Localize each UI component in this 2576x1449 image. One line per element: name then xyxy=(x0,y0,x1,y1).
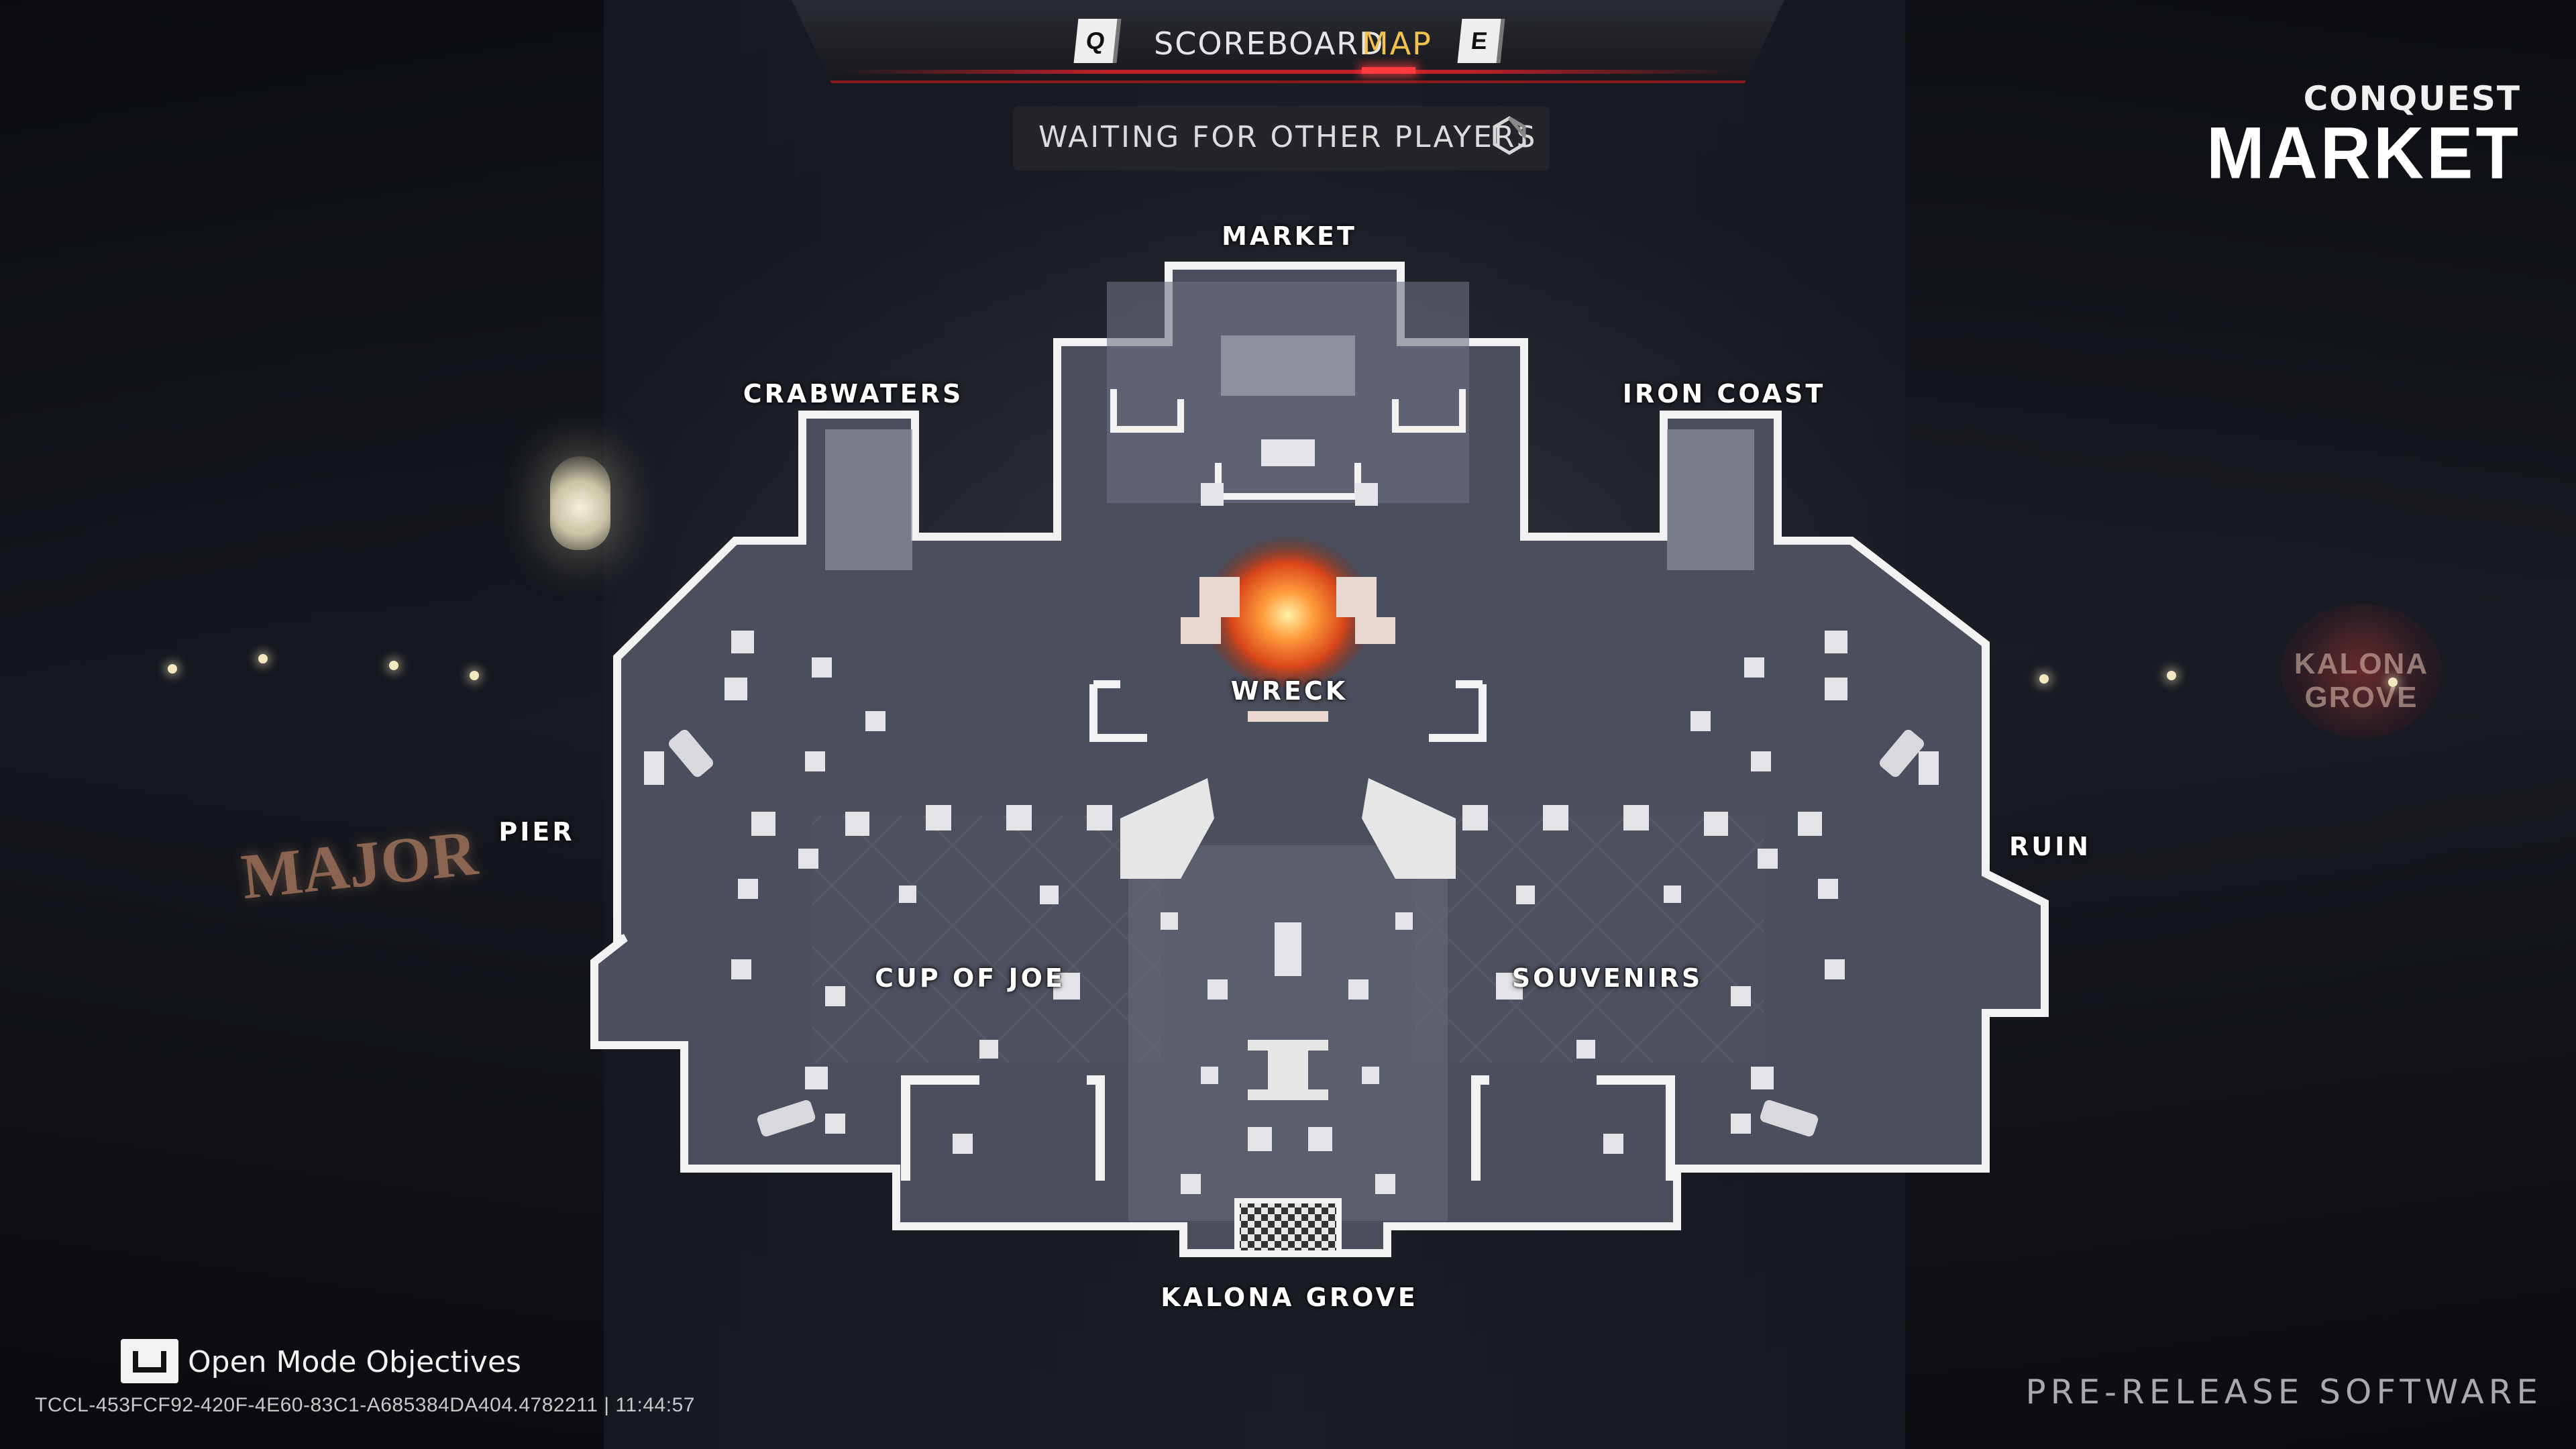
waiting-banner xyxy=(1013,106,1550,170)
zone-label-kalona-grove: KALONA GROVE xyxy=(1161,1283,1418,1312)
background-neon-sign: MAJOR xyxy=(238,816,481,913)
touchpad-icon[interactable] xyxy=(121,1339,178,1383)
floor-plaza-left xyxy=(812,815,1161,1063)
tab-map[interactable]: MAP xyxy=(1362,25,1432,62)
wall xyxy=(1429,684,1487,742)
minimap: MARKET CRABWATERS IRON COAST WRECK PIER … xyxy=(498,221,2088,1312)
waiting-status-text: WAITING FOR OTHER PLAYERS xyxy=(1038,120,1538,154)
wall xyxy=(1089,684,1147,742)
central-pillar-top xyxy=(1248,1040,1328,1051)
wall xyxy=(1471,1075,1489,1181)
game-mode-label: CONQUEST xyxy=(2303,79,2521,118)
string-light xyxy=(2167,671,2176,680)
wall xyxy=(1215,463,1361,500)
ramp-right xyxy=(1362,778,1456,879)
zone-label-cup-of-joe: CUP OF JOE xyxy=(875,963,1065,993)
wreck-barrier xyxy=(1248,711,1328,722)
vehicle xyxy=(1879,729,1925,777)
background-round-sign-text: KALONA GROVE xyxy=(2294,647,2429,714)
build-id-text: TCCL-453FCF92-420F-4E60-83C1-A685384DA40… xyxy=(35,1394,695,1416)
wreck-fire xyxy=(1201,527,1375,688)
active-tab-indicator xyxy=(1362,67,1415,74)
zone-label-market: MARKET xyxy=(1222,221,1357,251)
zone-label-crabwaters: CRABWATERS xyxy=(743,379,964,409)
map-layout xyxy=(590,262,2049,1257)
string-light xyxy=(168,664,177,674)
string-light xyxy=(2388,678,2398,687)
tab-bar-accent-line xyxy=(839,70,1737,74)
string-light xyxy=(389,661,398,670)
wall xyxy=(1110,389,1184,433)
crate xyxy=(1181,617,1221,644)
pre-release-watermark: PRE-RELEASE SOFTWARE xyxy=(2025,1373,2542,1411)
spawn-area xyxy=(1234,1198,1342,1256)
background-building-right xyxy=(1905,0,2576,1449)
hanging-lamp xyxy=(550,456,610,550)
loading-spinner-icon xyxy=(1493,116,1526,155)
vehicle xyxy=(1760,1099,1819,1137)
market-stairs xyxy=(1221,335,1355,396)
wall xyxy=(1597,1075,1675,1181)
zone-label-wreck: WRECK xyxy=(1230,676,1348,706)
string-light xyxy=(258,654,268,663)
string-light xyxy=(2039,674,2049,684)
open-mode-objectives-button[interactable]: Open Mode Objectives xyxy=(188,1345,521,1379)
vehicle xyxy=(668,729,714,777)
floor-central-plaza xyxy=(1128,845,1448,1221)
crate xyxy=(1199,577,1240,617)
prev-tab-key-icon[interactable]: Q xyxy=(1073,19,1118,63)
wall xyxy=(901,1075,979,1181)
tab-scoreboard[interactable]: SCOREBOARD xyxy=(1154,25,1385,62)
background-round-sign xyxy=(2281,604,2442,738)
wall xyxy=(1087,1075,1105,1181)
vehicle xyxy=(757,1099,816,1137)
string-light xyxy=(470,671,479,680)
zone-label-ruin: RUIN xyxy=(2008,832,2092,861)
wall xyxy=(1392,389,1466,433)
background-building-left xyxy=(0,0,604,1449)
crabwaters-stairs xyxy=(825,429,912,570)
crate xyxy=(1355,617,1395,644)
iron-coast-stairs xyxy=(1667,429,1754,570)
next-tab-key-icon[interactable]: E xyxy=(1457,19,1501,63)
zone-label-souvenirs: SOUVENIRS xyxy=(1511,963,1703,993)
crate xyxy=(1336,577,1377,617)
ramp-left xyxy=(1120,778,1214,879)
zone-label-pier: PIER xyxy=(498,817,575,847)
cover-blocks xyxy=(644,439,1939,1194)
tab-bar xyxy=(792,0,1784,83)
zone-label-iron-coast: IRON COAST xyxy=(1622,379,1826,409)
map-name-title: MARKET xyxy=(2206,113,2521,195)
floor-plaza-right xyxy=(1415,815,1764,1063)
central-pillar-bottom xyxy=(1248,1089,1328,1100)
